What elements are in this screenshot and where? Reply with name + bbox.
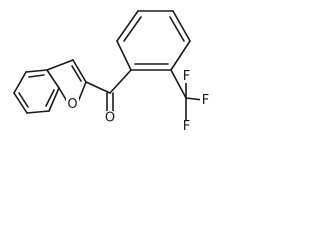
bond bbox=[46, 59, 74, 71]
atom-fluorine-top: F bbox=[181, 69, 192, 84]
bond bbox=[172, 10, 191, 42]
bond bbox=[26, 110, 50, 114]
fluorine-top-label: F bbox=[183, 69, 190, 84]
bond bbox=[77, 81, 87, 103]
atom-furan-oxygen: O bbox=[66, 97, 79, 112]
bond bbox=[109, 69, 132, 94]
atom-carbonyl-oxygen: O bbox=[103, 111, 117, 126]
bond bbox=[46, 69, 60, 89]
atom-fluorine-right: F bbox=[200, 93, 211, 108]
double-bond-inner bbox=[28, 74, 45, 78]
phenyl-ring bbox=[116, 10, 191, 71]
carbonyl-group bbox=[106, 92, 114, 112]
benzofuran-furan-ring bbox=[46, 59, 87, 104]
molecule-structure: O O F F F bbox=[13, 10, 211, 134]
double-bond-inner bbox=[169, 16, 185, 42]
bond bbox=[85, 81, 111, 94]
bond bbox=[13, 92, 28, 114]
bond bbox=[13, 71, 27, 94]
atom-fluorine-bottom: F bbox=[181, 119, 192, 134]
double-bond-inner bbox=[45, 89, 55, 107]
bond bbox=[72, 59, 87, 83]
furan-oxygen-label: O bbox=[67, 97, 77, 112]
fluorine-bottom-label: F bbox=[183, 119, 190, 134]
double-bond-inner bbox=[71, 65, 82, 82]
bond bbox=[25, 69, 48, 73]
double-bond-inner bbox=[123, 16, 142, 42]
bond bbox=[48, 87, 60, 112]
benzofuran-benzene-ring bbox=[13, 69, 60, 114]
bond bbox=[170, 40, 191, 71]
bond bbox=[116, 40, 132, 71]
bond bbox=[116, 10, 139, 42]
double-bond-inner bbox=[18, 92, 29, 108]
fluorine-right-label: F bbox=[202, 93, 209, 108]
carbonyl-oxygen-label: O bbox=[105, 111, 115, 126]
structure-canvas: O O F F F bbox=[13, 10, 211, 134]
bond bbox=[170, 69, 187, 99]
